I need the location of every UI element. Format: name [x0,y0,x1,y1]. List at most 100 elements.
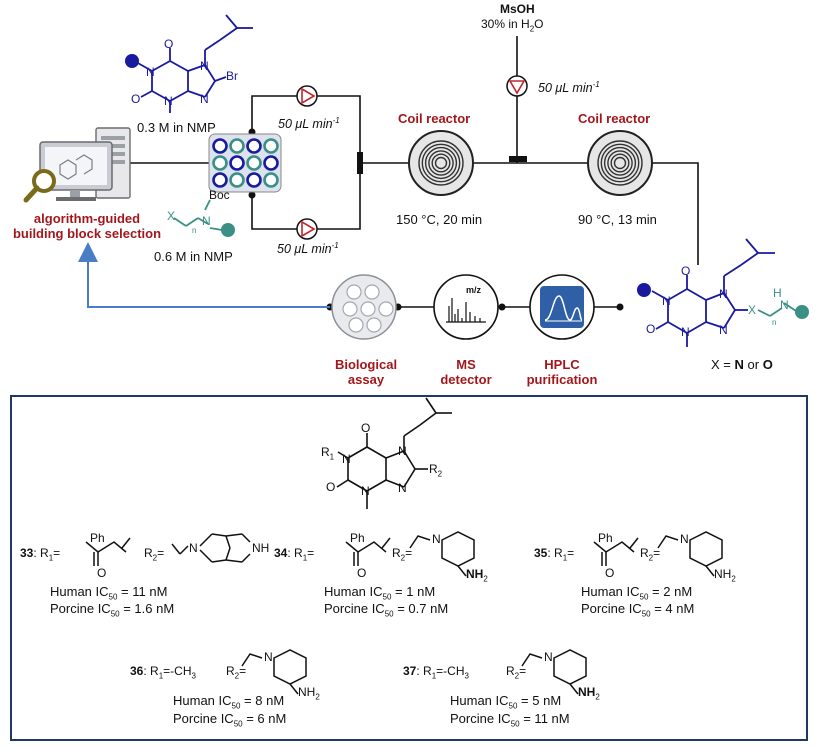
r2-bicyclic-33 [171,533,251,563]
atom-o-product: O [681,264,691,278]
compound-35-r2: R2= [640,546,661,563]
core-n9: N [398,481,407,495]
core-xanthine [336,397,452,509]
product-structure [651,238,775,347]
atom-n1-product: N [662,294,671,308]
compound-35-nh2: NH2 [714,567,736,584]
core-o-top: O [361,421,371,435]
core-n3: N [361,484,370,498]
bromo-xanthine-structure [135,14,253,113]
core-r2: R2 [429,462,443,479]
attachment-bond [381,537,391,549]
phenacyl-bond [593,541,635,553]
well [229,138,245,154]
coil-turn [431,153,451,173]
flow-rate-acid: 50 μL min-1 [538,80,600,96]
piperidine-ring [441,531,475,567]
r2-piperidines [241,531,723,695]
atom-n3-top: N [164,94,173,108]
x-definition: X = N or O [711,357,773,372]
coil-reactor-1 [408,130,474,196]
attachment-bond [121,537,131,549]
computer-icon [39,127,131,201]
atom-o2-top: O [131,92,141,106]
compound-37-label: 37: R1=-CH3 [403,664,469,681]
attachment-bond [241,653,263,667]
coil-turn [610,153,630,173]
magnifier-icon [23,169,56,203]
flow-rate-bottom: 50 μL min-1 [277,241,339,257]
pump-top [296,85,318,107]
amine-bond [569,683,579,695]
compound-36-r2: R2= [226,664,247,681]
atom-o-top: O [164,37,174,51]
core-r1: R1 [321,445,335,462]
compound-34-o: O [357,566,367,580]
coil-turn [607,150,633,176]
attachment-bond [409,535,431,549]
core-n1: N [342,452,351,466]
coil-turn [428,150,454,176]
compound-33-porcine: Porcine IC50 = 1.6 nM [50,601,175,619]
biological-assay-icon [331,274,397,340]
compound-36-n: N [264,650,273,664]
compound-34-porcine: Porcine IC50 = 0.7 nM [324,601,449,619]
atom-o2-product: O [646,322,656,336]
compound-35-n: N [680,532,689,546]
coil-turn [421,143,461,183]
compound-35-human: Human IC50 = 2 nM [581,584,693,602]
bottom-reagent-concentration: 0.6 M in NMP [154,249,233,264]
ms-detector-icon [433,274,499,340]
boc-label: Boc [209,188,230,202]
compound-33-nh: NH [252,541,270,555]
well [212,155,228,171]
compound-33-r2: R2= [144,546,165,563]
r1-phenacyl-fragments [85,537,639,566]
compound-34-human: Human IC50 = 1 nM [324,584,436,602]
well [246,172,262,188]
amine-bond [705,565,715,577]
compound-34-nh2: NH2 [466,567,488,584]
msoh-concentration: 30% in H2O [481,17,544,34]
pump-acid [506,75,528,97]
atom-br: Br [226,69,238,83]
compound-table-frame [10,395,808,741]
coil-turn [603,146,637,180]
coil-turn [613,156,627,170]
coil-reactor-2-conditions: 90 °C, 13 min [578,212,657,227]
compound-34-r2: R2= [392,546,413,563]
compound-35-porcine: Porcine IC50 = 4 nM [581,601,695,619]
pump-bottom [296,218,318,240]
atom-n7-product: N [719,287,728,301]
well [246,155,262,171]
amine-bond [457,565,467,577]
compound-37-porcine: Porcine IC50 = 11 nM [450,711,570,729]
compound-37-nh2: NH2 [578,685,600,702]
attachment-bond [629,537,639,549]
compound-35-label: 35: R1= [534,546,575,563]
amine-bond [289,683,299,695]
compound-34-ph: Ph [350,531,365,545]
t-joiner-2 [509,156,527,162]
well [229,155,245,171]
compound-33-human: Human IC50 = 11 nM [50,584,168,602]
compound-34-n: N [432,532,441,546]
compound-37-human: Human IC50 = 5 nM [450,693,562,711]
atom-n9-product: N [719,323,728,337]
well-plate [208,133,282,193]
coil-turn [434,156,448,170]
coil-turn [597,140,643,186]
t-joiner-1 [357,152,363,174]
attachment-bond [657,535,679,549]
coil-reactor-1-label: Coil reactor [398,111,471,126]
compound-34-label: 34: R1= [274,546,315,563]
n-subscript-amine: n [192,226,197,235]
msoh-title: MsOH [500,2,535,16]
amine-building-block [173,199,223,231]
